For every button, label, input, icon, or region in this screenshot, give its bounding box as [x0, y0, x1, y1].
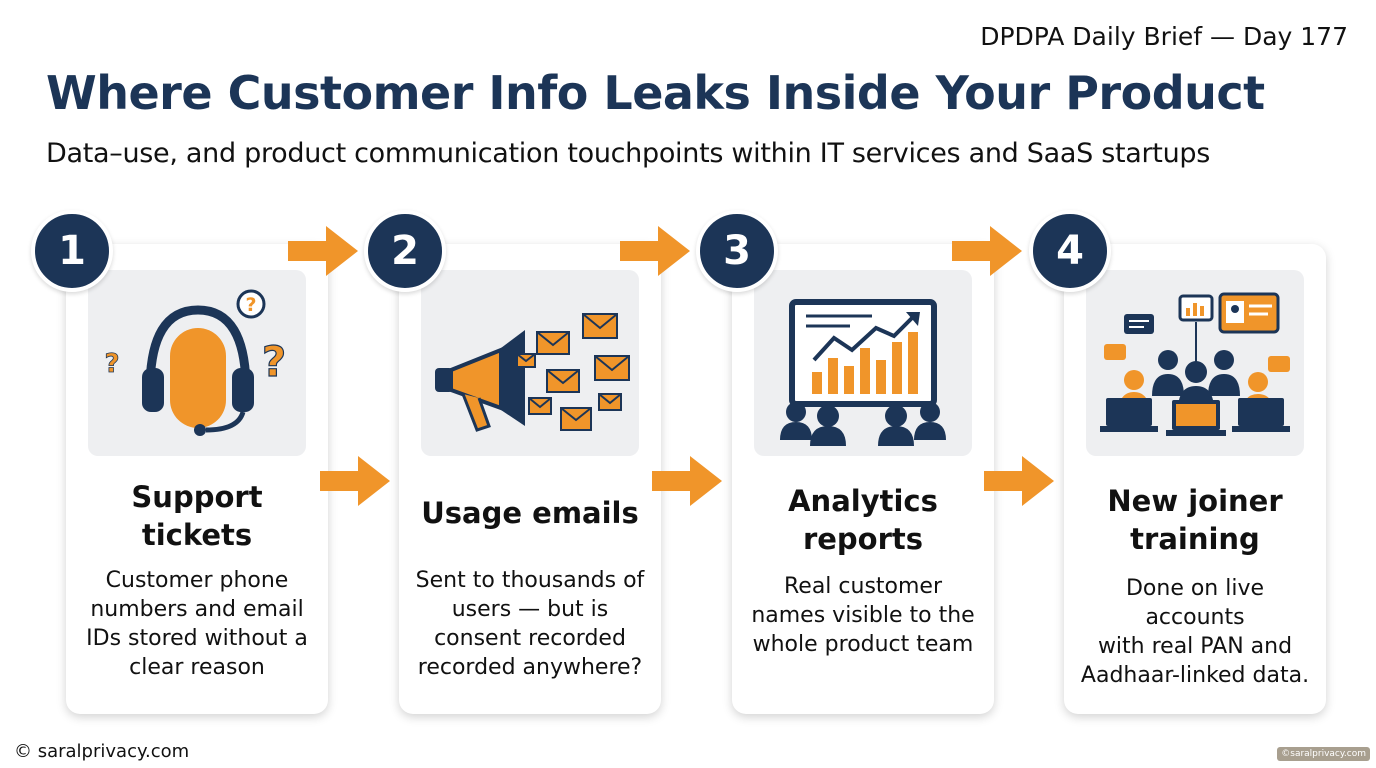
illustration-panel-3 [754, 270, 972, 456]
svg-text:?: ? [245, 294, 256, 316]
megaphone-emails-icon [435, 313, 630, 432]
step-title-2: Usage emails [421, 496, 639, 530]
step-number-badge-1: 1 [31, 210, 113, 292]
step-number-badge-3: 3 [696, 210, 778, 292]
illustration-panel-2 [421, 270, 639, 456]
step-number-badge-2: 2 [364, 210, 446, 292]
analytics-presentation-icon [780, 299, 946, 446]
arrow-right-icon [320, 456, 390, 506]
team-training-icon [1100, 292, 1290, 436]
arrow-right-icon [952, 226, 1022, 276]
headset-support-icon: ? ? ? [104, 289, 287, 436]
svg-text:?: ? [262, 337, 286, 386]
series-label: DPDPA Daily Brief — Day 177 [980, 22, 1348, 51]
page-title: Where Customer Info Leaks Inside Your Pr… [46, 66, 1265, 120]
arrow-right-icon [984, 456, 1054, 506]
arrow-right-icon [620, 226, 690, 276]
illustration-panel-4 [1086, 270, 1304, 456]
arrow-right-icon [288, 226, 358, 276]
step-number-badge-4: 4 [1029, 210, 1111, 292]
arrow-right-icon [652, 456, 722, 506]
illustration-panel-1: ? ? ? [88, 270, 306, 456]
svg-text:?: ? [104, 349, 119, 379]
watermark: ©saralprivacy.com [1277, 747, 1370, 761]
footer-copyright: © saralprivacy.com [14, 741, 190, 762]
page-subtitle: Data–use, and product communication touc… [46, 138, 1211, 169]
